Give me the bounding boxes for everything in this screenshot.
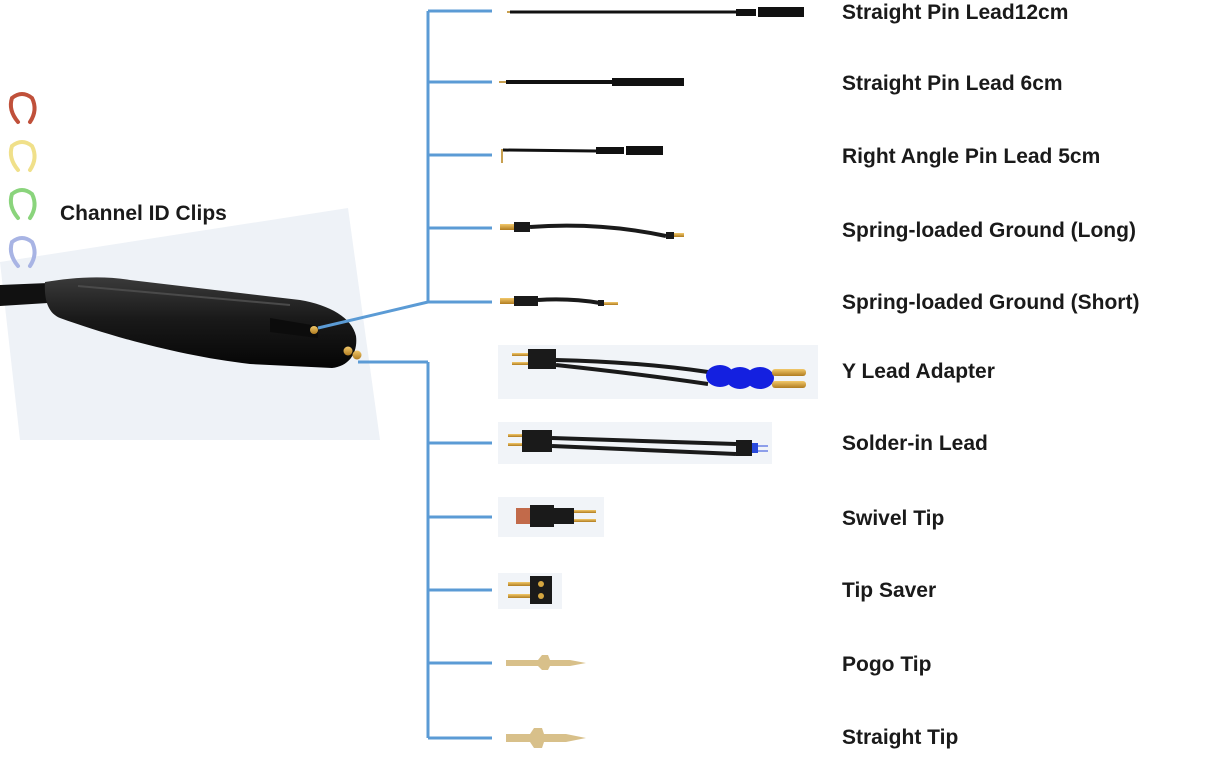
pogo-tip-icon bbox=[506, 655, 586, 670]
accessory-label-tip-saver: Tip Saver bbox=[842, 579, 937, 602]
spring-ground-long-icon bbox=[500, 222, 684, 239]
clip-red-icon bbox=[8, 92, 37, 124]
connector-tree bbox=[317, 9, 492, 740]
straight-tip-icon bbox=[506, 728, 586, 748]
accessory-label-right-angle-pin-lead: Right Angle Pin Lead 5cm bbox=[842, 145, 1101, 168]
tip-saver-icon bbox=[498, 573, 562, 609]
y-lead-adapter-icon bbox=[498, 345, 818, 399]
accessory-label-straight-tip: Straight Tip bbox=[842, 726, 959, 749]
accessory-label-spring-ground-short: Spring-loaded Ground (Short) bbox=[842, 291, 1140, 314]
channel-id-clips bbox=[8, 92, 37, 268]
accessory-label-solder-in-lead: Solder-in Lead bbox=[842, 432, 988, 455]
accessory-label-y-lead-adapter: Y Lead Adapter bbox=[842, 360, 995, 383]
straight-pin-lead-6cm-icon bbox=[499, 78, 684, 86]
probe-body-icon bbox=[0, 277, 362, 368]
straight-pin-lead-12cm-icon bbox=[507, 7, 804, 17]
accessory-label-pogo-tip: Pogo Tip bbox=[842, 653, 932, 676]
clip-green-icon bbox=[8, 188, 37, 220]
clip-yellow-icon bbox=[8, 140, 37, 172]
right-angle-pin-lead-icon bbox=[501, 146, 663, 163]
accessory-label-straight-pin-lead-12cm: Straight Pin Lead12cm bbox=[842, 1, 1069, 24]
clip-blue-icon bbox=[8, 236, 37, 268]
accessory-label-straight-pin-lead-6cm: Straight Pin Lead 6cm bbox=[842, 72, 1063, 95]
spring-ground-short-icon bbox=[500, 296, 618, 306]
channel-id-clips-label: Channel ID Clips bbox=[60, 202, 227, 225]
accessory-label-swivel-tip: Swivel Tip bbox=[842, 507, 945, 530]
swivel-tip-icon bbox=[498, 497, 604, 537]
solder-in-lead-icon bbox=[498, 422, 772, 464]
accessory-label-spring-ground-long: Spring-loaded Ground (Long) bbox=[842, 219, 1136, 242]
